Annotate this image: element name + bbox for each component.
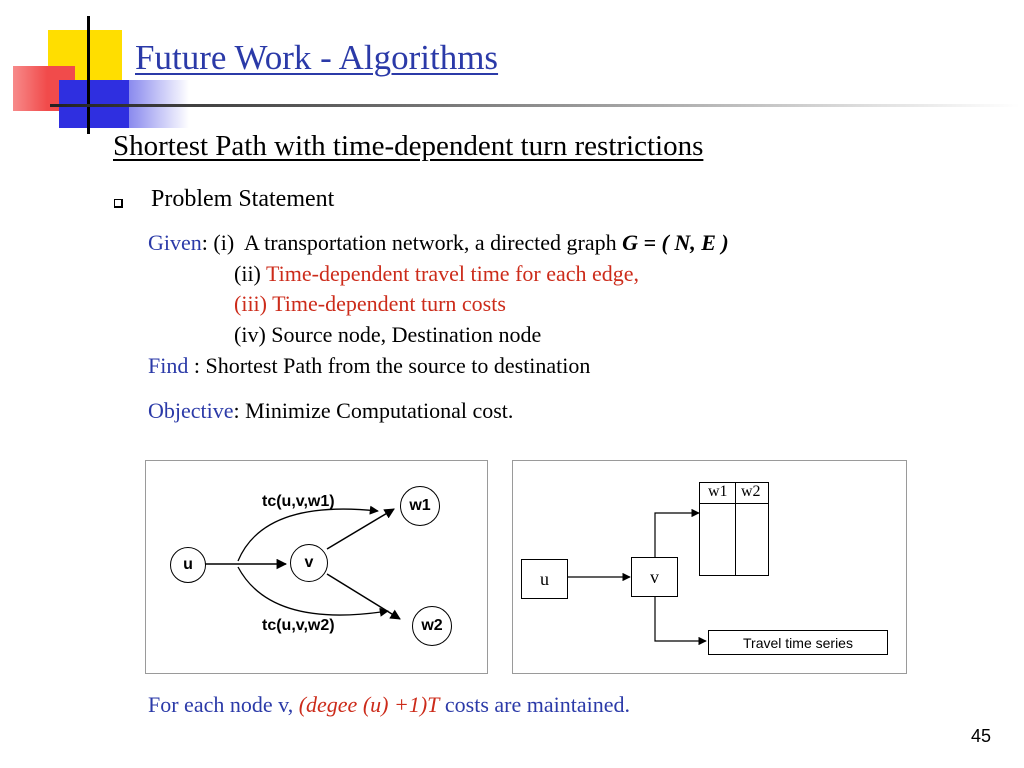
bullet-problem-statement: Problem Statement [151,186,335,212]
turn-table: w1 w2 [699,482,769,576]
given-line-iii: (iii) Time-dependent turn costs [234,291,506,316]
footer-pre: For each node v, [148,692,294,717]
footer-note: For each node v, (degee (u) +1)T costs a… [148,692,630,718]
objective-line: Objective: Minimize Computational cost. [148,398,513,424]
travel-time-series-box: Travel time series [708,630,888,655]
node-w2: w2 [412,606,452,646]
find-text: : Shortest Path from the source to desti… [188,353,591,378]
turn-arc-w2 [237,566,389,617]
find-label: Find [148,353,189,378]
turn-table-col-w1: w1 [708,483,728,500]
travel-time-table-diagram: u v w1 w2 Travel time series [512,460,907,674]
slide-subtitle: Shortest Path with time-dependent turn r… [113,130,704,162]
turn-cost-label-w2: tc(u,v,w2) [262,617,335,634]
decor-horizontal-rule [50,104,1020,107]
node-u: u [170,547,206,583]
node-w1: w1 [400,486,440,526]
given-ii-number: (ii) [234,261,261,286]
given-line-iv: (iv) Source node, Destination node [234,322,542,347]
turn-cost-diagram: u v w1 w2 tc(u,v,w1) tc(u,v,w2) [145,460,488,674]
turn-table-col-w2: w2 [741,483,761,500]
node-v: v [290,544,328,582]
travel-time-series-label: Travel time series [743,634,853,651]
given-i-number: (i) [213,230,235,255]
given-colon: : [201,230,208,255]
turn-table-header-divider [700,503,768,504]
decor-vertical-rule [87,16,90,134]
objective-text: : Minimize Computational cost. [233,398,514,423]
given-label: Given [148,230,202,255]
turn-table-column-divider [735,483,736,575]
given-line-i: Given: (i) A transportation network, a d… [148,230,729,256]
edge-v-w2 [326,573,401,620]
page-number: 45 [970,726,991,746]
given-line-ii: (ii) Time-dependent travel time for each… [234,261,639,287]
given-ii-text: Time-dependent travel time for each edge… [266,261,640,286]
objective-label: Objective [148,398,234,423]
footer-post: costs are maintained. [444,692,630,717]
square-bullet-icon [114,199,123,208]
table-diagram-edges [568,508,707,646]
find-line: Find : Shortest Path from the source to … [148,353,590,379]
graph-notation: G = ( N, E ) [622,230,729,255]
turn-arc-w1 [237,505,379,562]
edge-v-series [654,597,707,646]
edge-v-w1 [326,508,395,550]
turn-cost-edges [204,505,401,620]
footer-formula: (degee (u) +1)T [298,692,440,717]
node-v-box: v [631,557,678,597]
node-u-box: u [521,559,568,599]
edge-v-table [654,508,700,557]
given-i-text: A transportation network, a directed gra… [243,230,617,255]
slide-title: Future Work - Algorithms [135,38,499,77]
turn-cost-label-w1: tc(u,v,w1) [262,493,335,510]
